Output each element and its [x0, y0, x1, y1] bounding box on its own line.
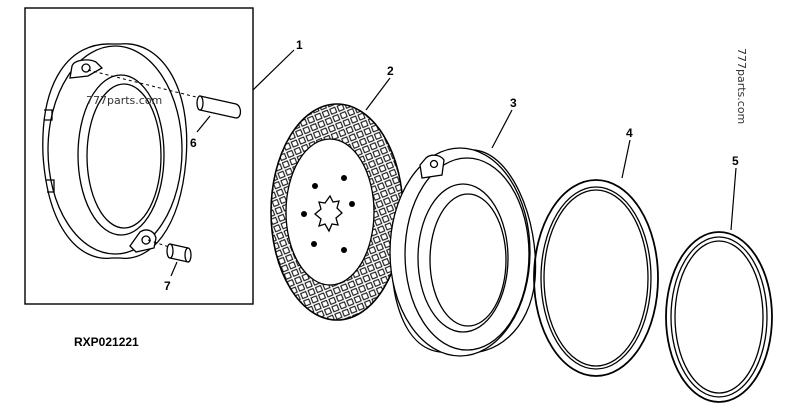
callout-5: 5 [732, 154, 739, 168]
callout-1: 1 [296, 38, 303, 52]
upper-pin [196, 95, 242, 119]
leader-6 [196, 115, 211, 133]
leader-4 [621, 139, 631, 179]
friction-disk [270, 103, 404, 321]
watermark-vertical: 777parts.com [735, 48, 748, 124]
callout-6: 6 [190, 136, 197, 150]
callout-3: 3 [510, 96, 517, 110]
leader-7 [170, 261, 178, 277]
leader-1 [252, 49, 295, 91]
leader-2 [365, 77, 391, 111]
leader-5 [730, 167, 737, 231]
leader-3 [491, 109, 513, 149]
callout-4: 4 [626, 126, 633, 140]
brake-housing-plate [42, 43, 201, 259]
inset-frame [24, 7, 254, 305]
callout-7: 7 [164, 279, 171, 293]
large-seal-ring [533, 179, 659, 377]
brake-piston [389, 147, 537, 357]
lower-pin [166, 243, 192, 263]
small-seal-ring [665, 231, 773, 403]
callout-2: 2 [387, 64, 394, 78]
watermark-horizontal: 777parts.com [86, 94, 162, 107]
reference-code: RXP021221 [74, 335, 139, 349]
